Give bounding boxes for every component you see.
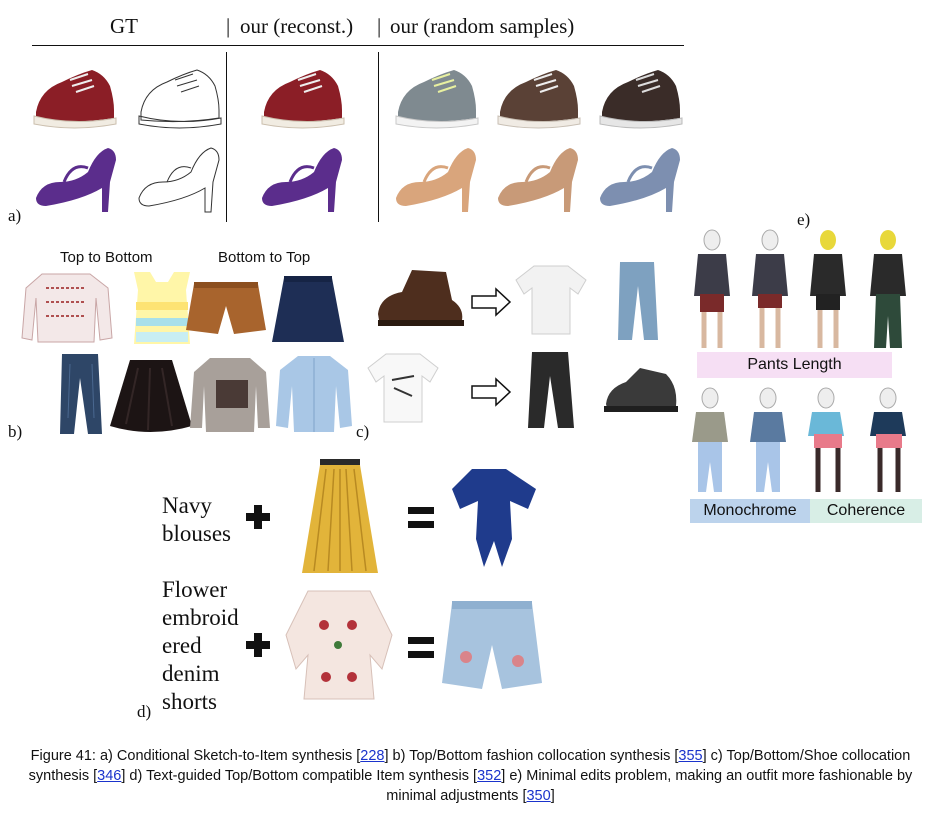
figure-top-3 [810,230,846,348]
shoe-reconst-purple-heel [262,148,342,212]
shoe-random-blue-heel [600,148,680,212]
equals-icon [408,507,434,528]
column-divider-2 [378,52,379,222]
text-query-2-line: Flower [162,577,228,602]
shoe-gt-red-sneaker [33,70,117,129]
shoe-gt-sneaker-sketch [138,69,222,129]
shoe-random-tan-heel [396,148,476,212]
caption-text: Figure 41: a) Conditional Sketch-to-Item… [30,748,361,764]
shoe-random-beige-heel [498,148,578,212]
item-brown-boot [378,270,464,326]
garment-black-skirt [110,360,192,432]
garment-brown-shorts [186,282,266,334]
item-navy-blouse [452,469,536,567]
shoe-gt-purple-heel [36,148,116,212]
shoe-gt-heel-sketch [138,147,220,213]
garment-chambray-shirt [276,356,352,432]
header-random: our (random samples) [390,14,575,38]
citation-link-228[interactable]: 228 [360,748,385,764]
figure-bottom-2 [750,387,786,492]
panel-b-right-title: Bottom to Top [218,249,311,266]
item-embroidered-blouse [285,590,393,700]
header-separator-2: | [377,14,382,38]
citation-link-346[interactable]: 346 [97,768,122,784]
item-light-jeans [618,262,658,340]
column-divider-1 [226,52,227,222]
shoe-reconst-red-sneaker [261,70,345,129]
text-query-1-line: Navy [162,493,212,518]
shoe-random-dark-sneaker [599,70,683,129]
plus-icon [246,633,270,657]
text-query-2-line: shorts [162,689,217,714]
panel-c-items [367,262,678,428]
garment-jeans [60,354,102,434]
panel-e-outfits [692,229,906,492]
band-coherence: Coherence [810,499,922,523]
panel-a-label: a) [8,206,22,225]
figure-top-1 [694,229,730,348]
text-query-2-line: embroid [162,605,239,630]
header-gt: GT [110,14,138,38]
band-pants-length: Pants Length [697,352,892,378]
citation-link-352[interactable]: 352 [477,768,502,784]
panel-e-label: e) [797,210,811,229]
garment-graphic-sweatshirt [190,358,270,432]
shoe-random-grey-sneaker [395,70,479,129]
caption-text: ] [550,788,555,804]
header-reconst: our (reconst.) [240,14,354,38]
figure-caption: Figure 41: a) Conditional Sketch-to-Item… [14,746,927,806]
panel-c-label: c) [356,422,370,441]
band-monochrome: Monochrome [690,499,810,523]
panel-b-label: b) [8,422,23,441]
text-query-1-line: blouses [162,521,231,546]
header-rule [32,45,684,46]
figure-bottom-3 [808,387,844,492]
panel-d-label: d) [137,702,152,721]
figure-top-2 [752,229,788,348]
caption-text: ] b) Top/Bottom fashion collocation synt… [384,748,679,764]
figure-bottom-4 [870,387,906,492]
garment-embroidered-sweater [21,273,113,343]
arrow-right-icon [471,287,512,317]
panel-b-garments [21,272,352,434]
garment-striped-tank [134,272,190,344]
panel-d-items [246,459,542,700]
item-dark-sneaker [604,368,678,412]
caption-text: ] c) Top/Bottom/Shoe collocation synthes… [28,748,911,784]
text-query-2-line: ered [162,633,202,658]
item-embroidered-denim-shorts [442,601,542,689]
text-query-2-line: denim [162,661,220,686]
header-separator-1: | [226,14,231,38]
item-dark-trousers [528,352,574,428]
figure-top-4 [870,230,906,348]
citation-link-350[interactable]: 350 [526,788,551,804]
text-query-1: Navy blouses [162,492,231,548]
citation-link-355[interactable]: 355 [678,748,703,764]
text-query-2: Flower embroid ered denim shorts [162,576,239,716]
panel-b-left-title: Top to Bottom [60,249,153,266]
arrow-right-icon [471,377,512,407]
item-graphic-tee [367,353,439,423]
equals-icon [408,637,434,658]
plus-icon [246,505,270,529]
item-white-tee [515,265,587,335]
garment-navy-skirt [272,276,344,342]
figure-bottom-1 [692,387,728,492]
caption-text: ] d) Text-guided Top/Bottom compatible I… [121,768,478,784]
item-yellow-pleated-skirt [302,459,378,573]
shoe-random-brown-sneaker [497,70,581,129]
caption-text: ] e) Minimal edits problem, making an ou… [386,768,913,804]
